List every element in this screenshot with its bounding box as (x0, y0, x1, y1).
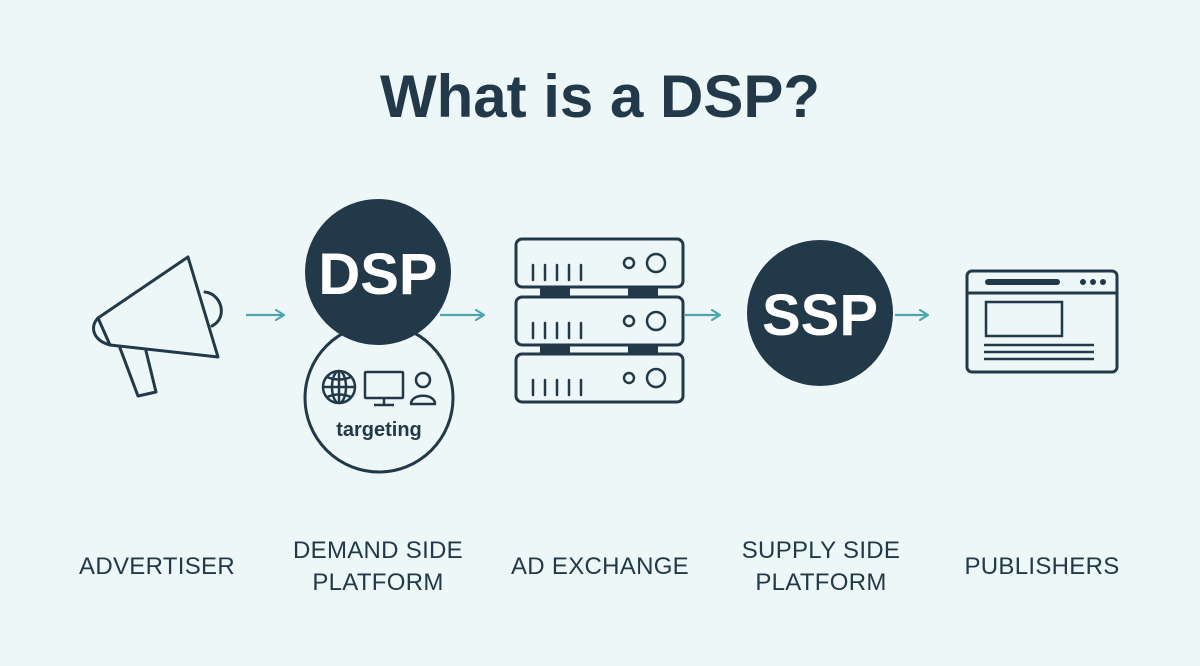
label-demand-side-platform: DEMAND SIDE PLATFORM (293, 537, 463, 596)
dsp-badge (305, 199, 451, 345)
megaphone-icon (92, 255, 223, 398)
monitor-icon (363, 370, 405, 407)
browser-window-icon (965, 269, 1119, 374)
label-advertiser: ADVERTISER (79, 553, 235, 580)
label-publishers: PUBLISHERS (964, 553, 1120, 580)
targeting-label: targeting (336, 419, 422, 441)
person-icon (409, 371, 437, 406)
server-stack-icon (514, 237, 685, 404)
page-title: What is a DSP? (379, 63, 821, 130)
label-supply-side-platform: SUPPLY SIDE PLATFORM (741, 537, 901, 596)
label-ad-exchange: AD EXCHANGE (510, 553, 689, 580)
ssp-badge (747, 240, 893, 386)
globe-icon (321, 369, 357, 405)
dsp-badge-text: DSP (318, 242, 437, 307)
ssp-badge-text: SSP (762, 283, 878, 348)
